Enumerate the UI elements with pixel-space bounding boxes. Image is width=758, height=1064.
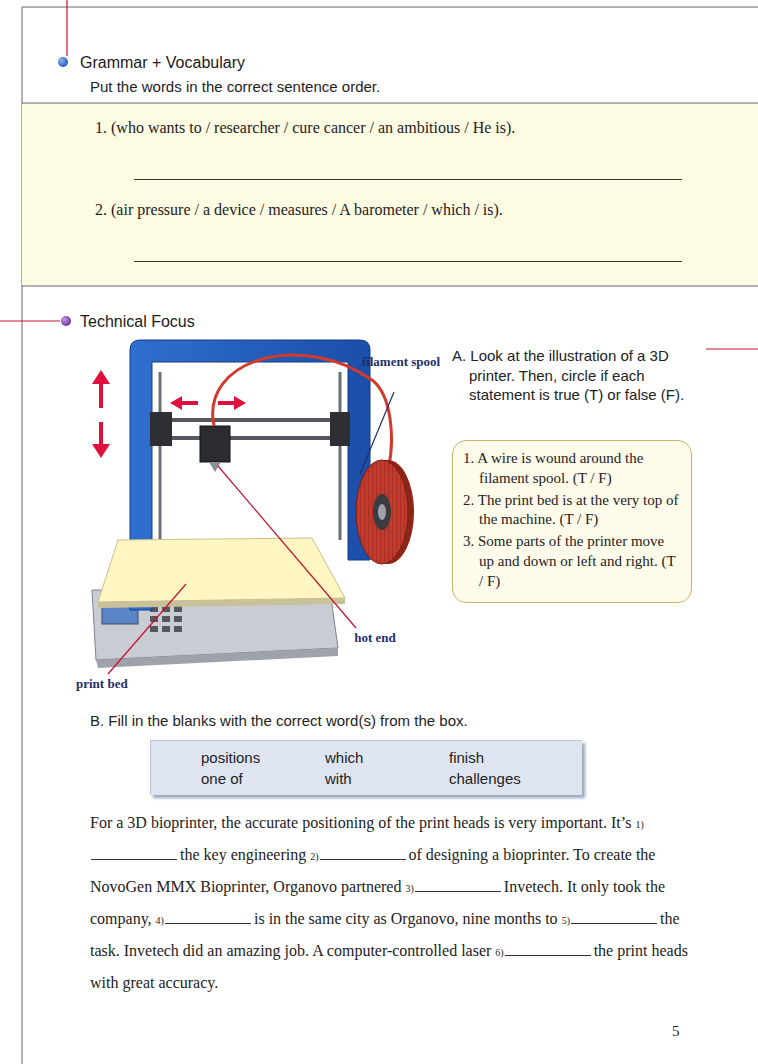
statement: 2. The print bed is at the very top of t… [463,491,681,531]
leader-line [360,392,394,474]
word-choice: one of [201,768,325,789]
instruction: A. Look at the illustration of a 3D prin… [452,346,702,405]
word-choice: finish [449,747,573,768]
answer-line [134,179,682,180]
printer-illustration [92,340,414,668]
exercise-band: 1. (who wants to / researcher / cure can… [22,104,758,285]
section-heading: Grammar + Vocabulary [80,53,380,73]
word-box: positionswhichfinish one ofwithchallenges [150,740,582,795]
part-label: filament spool [356,354,446,370]
word-choice: which [325,747,449,768]
answer-blank [571,907,657,924]
scrambled-sentence: 1. (who wants to / researcher / cure can… [95,118,735,138]
answer-blank [91,843,177,860]
blank-number: 6) [495,947,503,958]
page-number: 5 [672,1022,702,1041]
paragraph-text: is in the same city as Organovo, nine mo… [254,910,558,927]
part-label: print bed [76,676,166,692]
statement-box: 1. A wire is wound around the filament s… [452,440,692,603]
paragraph-text: For a 3D bioprinter, the accurate positi… [90,814,631,831]
blank-number: 5) [562,915,570,926]
section-heading: Technical Focus [80,312,380,332]
statement: 1. A wire is wound around the filament s… [463,449,681,489]
blank-number: 3) [405,883,413,894]
part-label: hot end [330,630,420,646]
fill-in-paragraph: For a 3D bioprinter, the accurate positi… [90,808,696,998]
word-choice: challenges [449,768,573,789]
leader-line [108,584,186,674]
answer-blank [320,843,406,860]
answer-blank [415,875,501,892]
scrambled-sentence: 2. (air pressure / a device / measures /… [95,200,735,220]
answer-blank [165,907,251,924]
word-choice: positions [201,747,325,768]
blank-number: 2) [310,851,318,862]
blank-number: 4) [156,915,164,926]
answer-blank [505,939,591,956]
leader-line [218,466,356,628]
blank-number: 1) [635,819,643,830]
paragraph-text: the key engineering [180,846,306,863]
word-choice: with [325,768,449,789]
statement: 3. Some parts of the printer move up and… [463,532,681,591]
answer-line [134,261,682,262]
instruction: Put the words in the correct sentence or… [90,78,690,97]
instruction: B. Fill in the blanks with the correct w… [90,712,710,731]
